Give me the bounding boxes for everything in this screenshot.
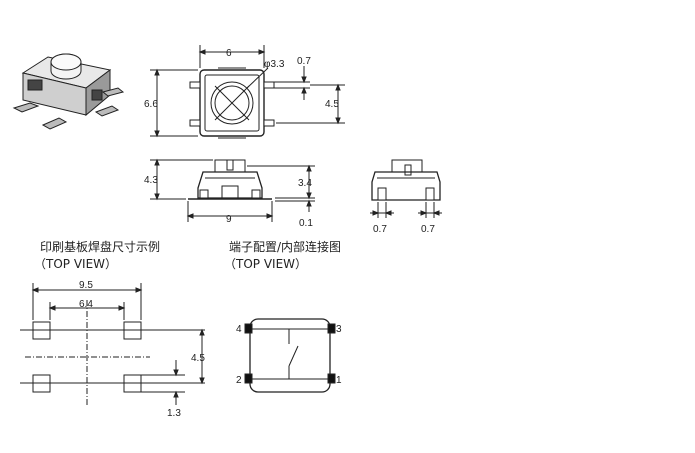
pin-caption-title: 端子配置/内部连接图	[229, 239, 341, 254]
pin-4-label: 4	[236, 324, 242, 335]
pin-caption-sub: （TOP VIEW）	[224, 257, 307, 271]
pin-3-label: 3	[336, 324, 342, 335]
button-diameter-label: φ3.3	[264, 59, 285, 70]
pin-configuration	[244, 318, 336, 393]
top-width-label: 6	[226, 48, 232, 59]
pcb-pitch-label: 4.5	[191, 353, 205, 364]
pcb-inner-label: 6.4	[79, 299, 93, 310]
top-height-label: 6.6	[144, 99, 158, 110]
pcb-overall-label: 9.5	[79, 280, 93, 291]
end-view	[370, 159, 442, 218]
side-length-label: 9	[226, 214, 232, 225]
pin-1-label: 1	[336, 375, 342, 386]
switch-3d-view	[12, 53, 125, 130]
end-lead-left-label: 0.7	[373, 224, 387, 235]
pcb-caption-sub: （TOP VIEW）	[34, 257, 117, 271]
pin-2-label: 2	[236, 375, 242, 386]
side-view	[150, 158, 315, 222]
pcb-caption-title: 印刷基板焊盘尺寸示例	[40, 239, 160, 254]
top-view	[150, 45, 345, 139]
lead-width-label: 0.7	[297, 56, 311, 67]
pcb-land-pattern	[20, 283, 205, 405]
end-lead-right-label: 0.7	[421, 224, 435, 235]
pcb-pad-label: 1.3	[167, 408, 181, 419]
lead-pitch-label: 4.5	[325, 99, 339, 110]
side-height-label: 4.3	[144, 175, 158, 186]
body-height-label: 3.4	[298, 178, 312, 189]
standoff-label: 0.1	[299, 218, 313, 229]
